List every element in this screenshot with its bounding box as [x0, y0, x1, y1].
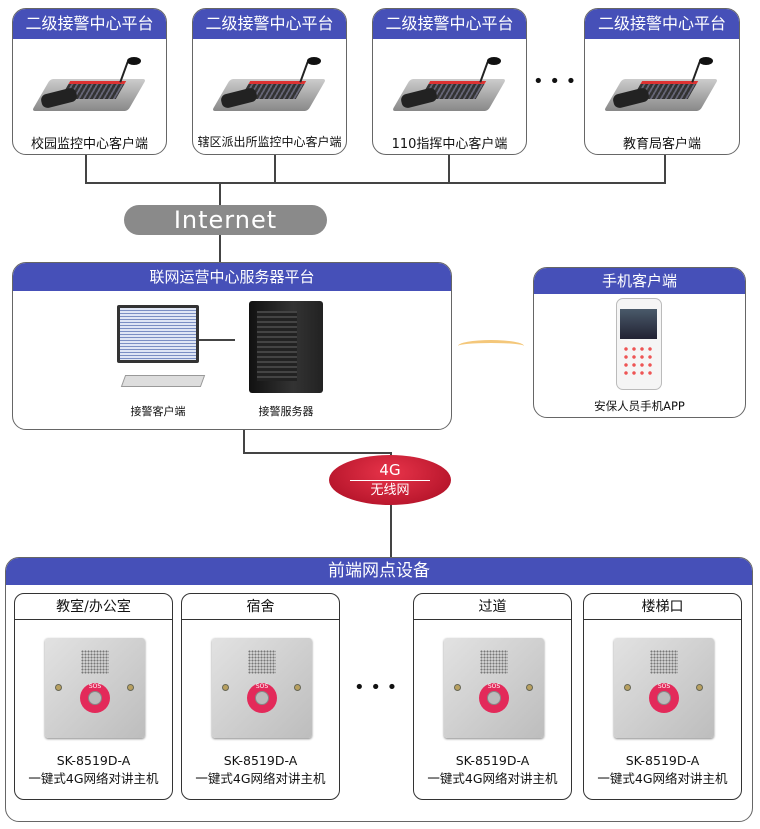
- connector: [243, 452, 391, 454]
- wireless-4g-badge: 4G 无线网: [329, 455, 451, 505]
- client-label: 接警客户端: [130, 405, 186, 418]
- alarm-console-icon: [211, 57, 327, 119]
- platform-header: 二级接警中心平台: [193, 9, 346, 39]
- mobile-header: 手机客户端: [534, 268, 745, 294]
- alarm-console-icon: [603, 57, 719, 119]
- device-desc: 一键式4G网络对讲主机: [427, 771, 558, 786]
- device-card: 楼梯口 SOS SK-8519D-A 一键式4G网络对讲主机: [583, 593, 742, 800]
- front-end-header: 前端网点设备: [6, 558, 752, 585]
- server-platform-box: 联网运营中心服务器平台 接警客户端 接警服务器: [12, 262, 452, 430]
- connector: [243, 430, 245, 452]
- alarm-console-icon: [31, 57, 147, 119]
- device-card: 过道 SOS SK-8519D-A 一键式4G网络对讲主机: [413, 593, 572, 800]
- sos-intercom-icon: SOS: [444, 638, 544, 738]
- monitor-icon: [117, 305, 199, 363]
- platform-caption: 校园监控中心客户端: [30, 137, 148, 152]
- platform-box-police: 二级接警中心平台 辖区派出所监控中心客户端: [192, 8, 347, 155]
- device-card: 教室/办公室 SOS SK-8519D-A 一键式4G网络对讲主机: [14, 593, 173, 800]
- platform-caption: 辖区派出所监控中心客户端: [197, 135, 342, 149]
- server-label: 接警服务器: [258, 405, 314, 418]
- keyboard-icon: [120, 375, 206, 387]
- platform-box-110: 二级接警中心平台 110指挥中心客户端: [372, 8, 527, 155]
- connector: [85, 182, 666, 184]
- server-tower-icon: [249, 301, 323, 393]
- ellipsis: • • •: [533, 71, 577, 92]
- platform-box-campus: 二级接警中心平台 校园监控中心客户端: [12, 8, 167, 155]
- platform-box-education: 二级接警中心平台 教育局客户端: [584, 8, 740, 155]
- arrow-icon: [458, 340, 524, 352]
- device-location: 教室/办公室: [15, 594, 172, 620]
- sos-intercom-icon: SOS: [212, 638, 312, 738]
- sos-intercom-icon: SOS: [45, 638, 145, 738]
- mobile-client-box: 手机客户端 安保人员手机APP: [533, 267, 746, 418]
- alarm-console-icon: [391, 57, 507, 119]
- device-card: 宿舍 SOS SK-8519D-A 一键式4G网络对讲主机: [181, 593, 340, 800]
- wireless-line1: 4G: [379, 461, 401, 479]
- device-location: 过道: [414, 594, 571, 620]
- device-desc: 一键式4G网络对讲主机: [28, 771, 159, 786]
- device-location: 楼梯口: [584, 594, 741, 620]
- server-platform-header: 联网运营中心服务器平台: [13, 263, 451, 291]
- internet-cloud: Internet: [124, 205, 327, 235]
- platform-header: 二级接警中心平台: [585, 9, 739, 39]
- wireless-line2: 无线网: [370, 483, 410, 498]
- platform-header: 二级接警中心平台: [373, 9, 526, 39]
- device-model: SK-8519D-A: [455, 753, 530, 768]
- connector: [85, 155, 87, 182]
- device-model: SK-8519D-A: [223, 753, 298, 768]
- mobile-caption: 安保人员手机APP: [594, 399, 685, 413]
- platform-caption: 教育局客户端: [622, 137, 701, 152]
- platform-caption: 110指挥中心客户端: [391, 137, 508, 152]
- device-desc: 一键式4G网络对讲主机: [195, 771, 326, 786]
- device-model: SK-8519D-A: [56, 753, 131, 768]
- device-desc: 一键式4G网络对讲主机: [597, 771, 728, 786]
- connector: [448, 155, 450, 182]
- connector: [199, 339, 235, 341]
- smartphone-icon: [616, 298, 662, 390]
- sos-intercom-icon: SOS: [614, 638, 714, 738]
- connector: [664, 155, 666, 182]
- ellipsis: • • •: [354, 677, 398, 698]
- connector: [274, 155, 276, 182]
- device-location: 宿舍: [182, 594, 339, 620]
- device-model: SK-8519D-A: [625, 753, 700, 768]
- platform-header: 二级接警中心平台: [13, 9, 166, 39]
